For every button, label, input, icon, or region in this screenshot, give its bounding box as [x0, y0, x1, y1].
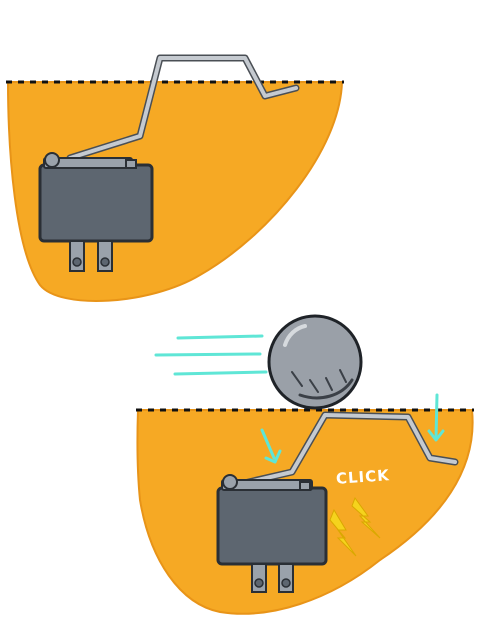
down-arrow-icon: [427, 393, 445, 442]
down-arrow-icon: [260, 428, 282, 464]
panel-idle: [6, 54, 344, 303]
ground-surface: [6, 81, 344, 303]
motion-lines: [154, 334, 268, 376]
switch-lever: [236, 411, 459, 488]
panel-activated: [136, 314, 474, 615]
switch-lever: [66, 54, 300, 162]
rolling-ball-icon: [267, 314, 363, 410]
switch-housing: [216, 474, 328, 593]
lightning-spark-icon: [329, 496, 381, 557]
click-label: CLICK: [335, 466, 391, 488]
switch-housing: [38, 152, 154, 272]
